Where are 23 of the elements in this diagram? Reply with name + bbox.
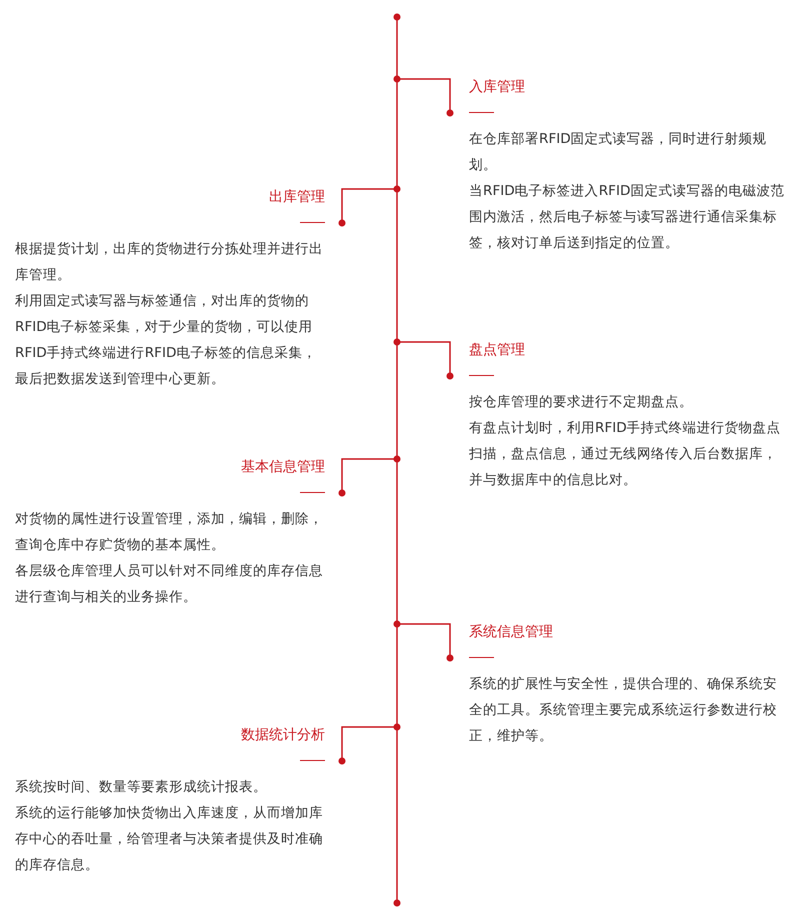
description-text: 对货物的属性进行设置管理，添加，编辑，删除，查询仓库中存贮货物的基本属性。	[15, 510, 324, 555]
section-heading: 盘点管理	[469, 341, 526, 360]
section-heading: 出库管理	[268, 188, 325, 207]
description-text: 利用固定式读写器与标签通信，对出库的货物的RFID电子标签采集，对于少量的货物，可以使用RFID手持式终端进行RFID电子标签的信息采集，最后把数据发送到管理中心更新。	[15, 292, 318, 389]
description-text: 系统的扩展性与安全性，提供合理的、确保系统安全的工具。系统管理主要完成系统运行参数进行校正，维护等。	[469, 675, 778, 746]
section-heading: 入库管理	[469, 78, 526, 97]
connector-line	[338, 456, 400, 496]
section-heading: 系统信息管理	[469, 623, 554, 642]
connector-line	[394, 338, 454, 380]
connector-line	[338, 724, 400, 764]
section-heading: 数据统计分析	[240, 726, 325, 745]
description-text: 按仓库管理的要求进行不定期盘点。	[469, 393, 694, 412]
connector-line	[338, 186, 400, 226]
description-text: 系统按时间、数量等要素形成统计报表。	[15, 778, 268, 797]
description-text: 各层级仓库管理人员可以针对不同维度的库存信息进行查询与相关的业务操作。	[15, 562, 324, 607]
description-text: 根据提货计划，出库的货物进行分拣处理并进行出库管理。	[15, 240, 324, 285]
section-heading: 基本信息管理	[240, 458, 325, 477]
description-text: 有盘点计划时，利用RFID手持式终端进行货物盘点扫描，盘点信息，通过无线网络传入后台数据库，并与数据库中的信息比对。	[469, 419, 782, 490]
connector-line	[394, 620, 454, 662]
description-text: 在仓库部署RFID固定式读写器，同时进行射频规划。	[469, 130, 768, 175]
description-text: 系统的运行能够加快货物出入库速度，从而增加库存中心的吞吐量，给管理者与决策者提供及时准确的库存信息。	[15, 804, 324, 875]
description-text: 当RFID电子标签进入RFID固定式读写器的电磁波范围内激活，然后电子标签与读写器进行通信采集标签，核对订单后送到指定的位置。	[469, 182, 786, 253]
connector-line	[394, 76, 454, 116]
